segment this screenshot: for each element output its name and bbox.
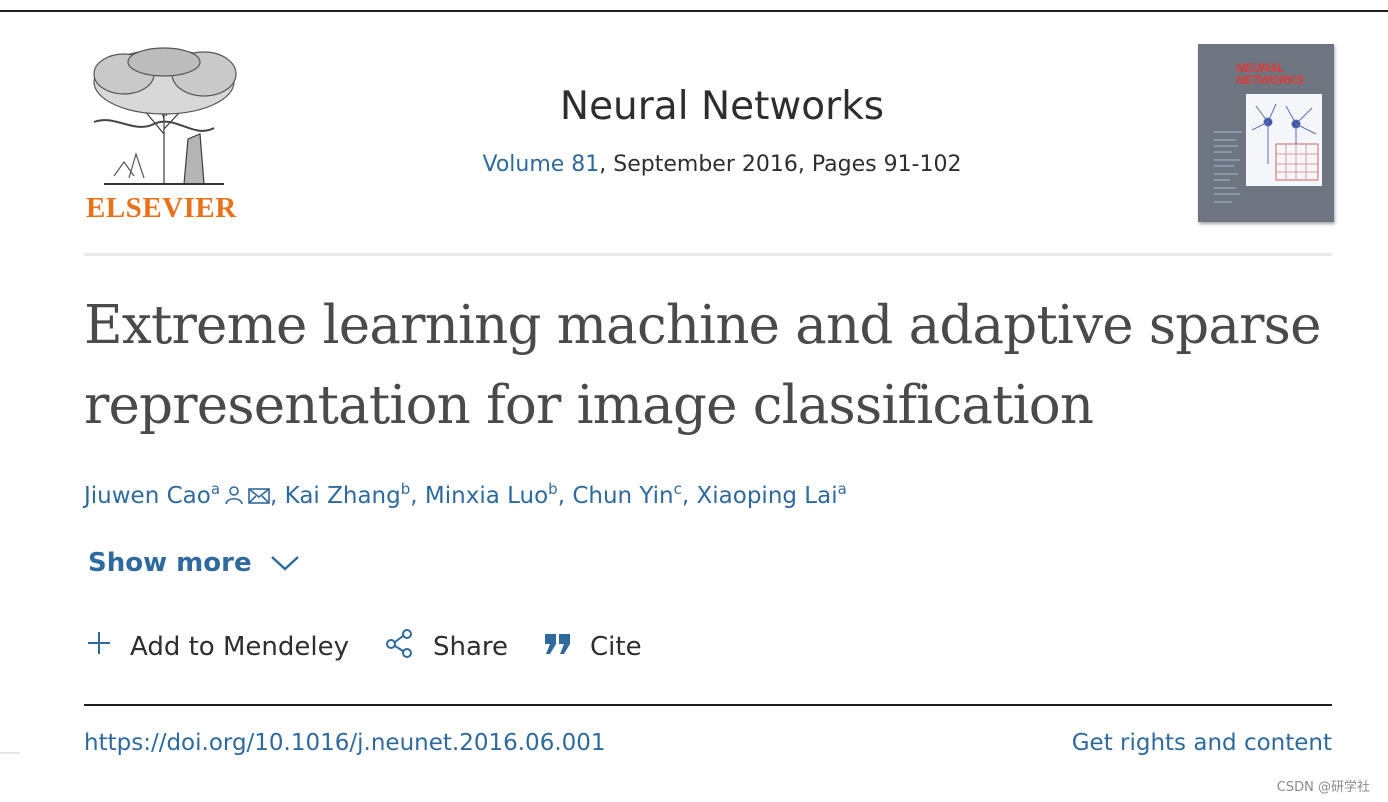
issue-details: , September 2016, Pages 91-102 bbox=[599, 152, 962, 177]
author-link[interactable]: Jiuwen Caoa bbox=[84, 480, 221, 509]
journal-cover[interactable]: NEURAL NETWORKS bbox=[1198, 44, 1334, 222]
chevron-down-icon bbox=[270, 556, 299, 571]
author-link[interactable]: Kai Zhangb bbox=[284, 480, 411, 509]
top-divider bbox=[0, 10, 1388, 12]
share-label: Share bbox=[432, 631, 509, 662]
article-actions: Add to Mendeley Share Cite bbox=[86, 628, 642, 665]
article-title: Extreme learning machine and adaptive sp… bbox=[84, 295, 1321, 436]
cite-button[interactable]: Cite bbox=[544, 631, 642, 662]
doi-link[interactable]: https://doi.org/10.1016/j.neunet.2016.06… bbox=[84, 730, 606, 756]
author-link[interactable]: Chun Yinc bbox=[572, 480, 682, 509]
actions-divider bbox=[84, 704, 1332, 706]
volume-link[interactable]: Volume 81 bbox=[482, 152, 600, 177]
cover-artwork bbox=[1246, 94, 1322, 186]
mail-icon[interactable] bbox=[248, 485, 270, 511]
elsevier-logo[interactable] bbox=[84, 44, 244, 224]
person-icon[interactable] bbox=[224, 485, 244, 511]
publisher-name: ELSEVIER bbox=[86, 192, 237, 224]
cite-label: Cite bbox=[590, 631, 642, 662]
get-rights-link[interactable]: Get rights and content bbox=[1071, 730, 1332, 756]
elsevier-tree-icon bbox=[93, 47, 237, 185]
author-link[interactable]: Xiaoping Laia bbox=[696, 480, 847, 509]
show-more-label: Show more bbox=[88, 548, 252, 578]
add-to-mendeley-button[interactable]: Add to Mendeley bbox=[86, 630, 349, 663]
cover-contents-icon bbox=[1214, 131, 1242, 203]
show-more-button[interactable]: Show more bbox=[88, 548, 300, 578]
cover-title: NEURAL NETWORKS bbox=[1236, 61, 1304, 87]
header-divider bbox=[84, 253, 1332, 256]
share-button[interactable]: Share bbox=[385, 628, 508, 665]
quote-icon bbox=[544, 631, 572, 662]
author-list: Jiuwen Caoa, Kai Zhangb, Minxia Luob, Ch… bbox=[84, 480, 847, 511]
share-icon bbox=[385, 628, 415, 665]
mendeley-label: Add to Mendeley bbox=[130, 631, 349, 662]
author-link[interactable]: Minxia Luob bbox=[424, 480, 558, 509]
plus-icon bbox=[86, 630, 112, 663]
neuron-illustration-icon bbox=[1251, 103, 1319, 181]
scroll-indicator bbox=[0, 752, 20, 754]
journal-title[interactable]: Neural Networks bbox=[559, 84, 885, 129]
issue-line: Volume 81, September 2016, Pages 91-102 bbox=[0, 152, 1388, 177]
watermark-text: CSDN @研学社 bbox=[1276, 780, 1370, 795]
